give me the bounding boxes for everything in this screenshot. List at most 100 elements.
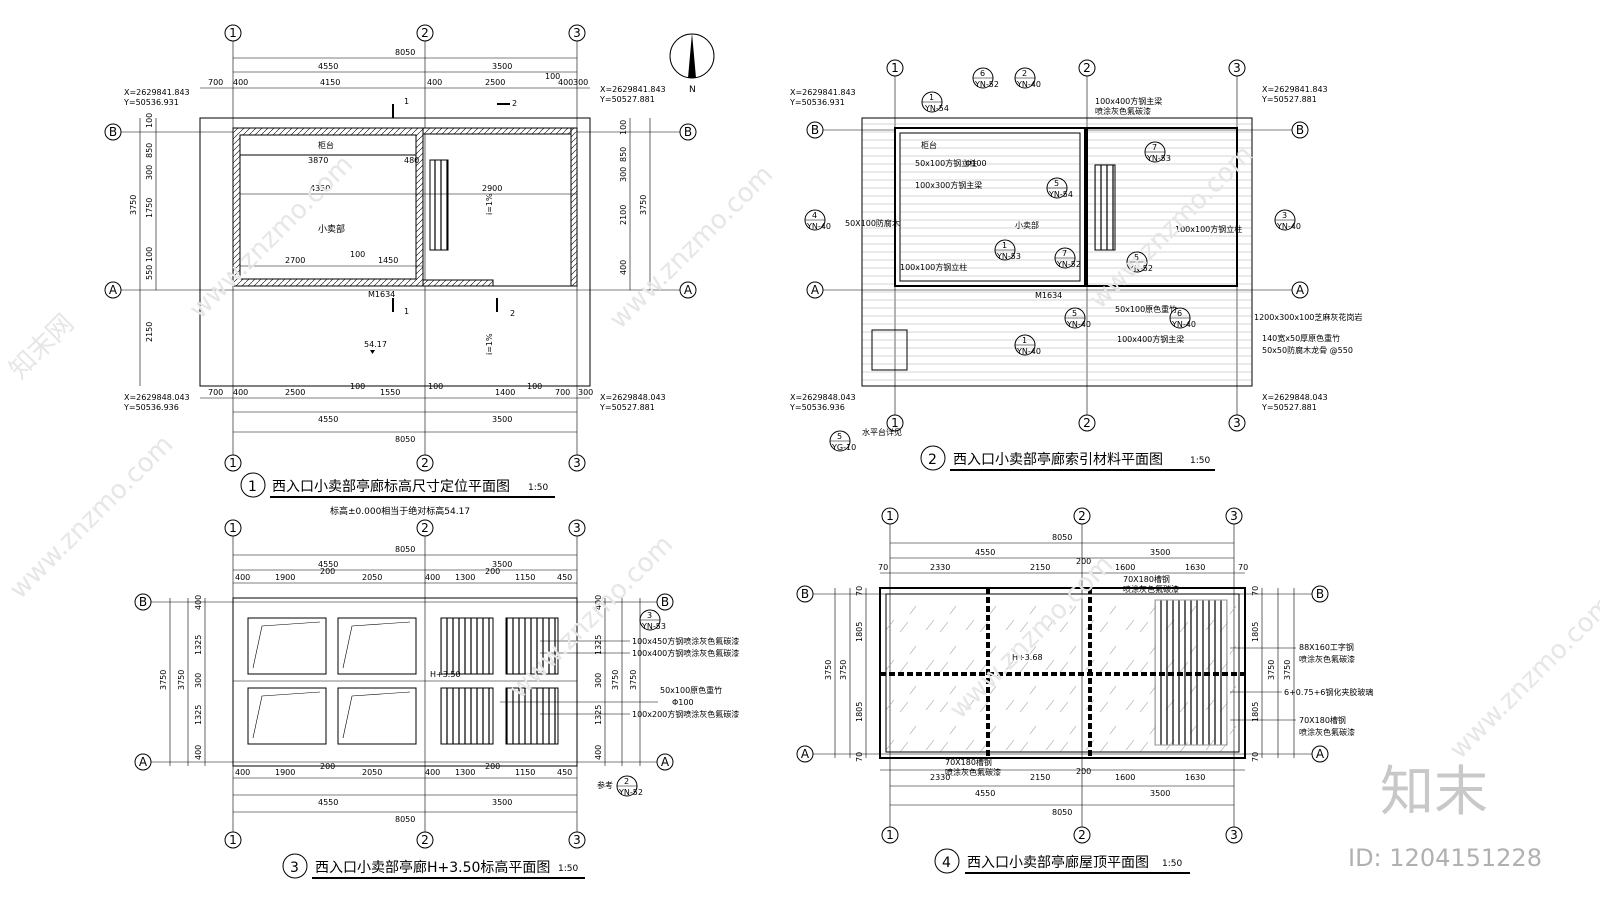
dim-left: 4550 [318,798,338,807]
grid-label: 1 [229,26,237,40]
grid-label: 3 [1230,828,1238,842]
coord-x: X=2629841.843 [790,88,856,97]
counter-label: 柜台 [921,140,937,150]
material-note: 100x100方钢立柱 [900,262,967,272]
dim: 200 [1076,767,1091,776]
drawing-title: 西入口小卖部亭廊屋顶平面图 [967,854,1149,871]
level: H+3.68 [1012,653,1043,662]
material-note: 6+0.75+6钢化夹胶玻璃 [1284,687,1373,697]
grid-label: 2 [1083,61,1091,75]
coord-x: X=2629848.043 [790,393,856,402]
level: H+3.50 [430,670,461,679]
dim: 200 [1076,557,1091,566]
grid-label: 2 [1078,509,1086,523]
dim: 400 [194,745,203,760]
material-note: 100x400方钢主梁 [1117,334,1184,344]
grid-label: B [811,123,819,137]
coord-x: X=2629848.043 [1262,393,1328,402]
grid-label: 2 [1078,828,1086,842]
dim: 2050 [362,768,382,777]
dim: 1805 [1251,702,1260,722]
door-label: M1634 [1035,291,1062,300]
dim-depth: 3750 [824,660,833,680]
dim: 70 [855,752,864,762]
dim-right: 3500 [492,62,512,71]
dim: 300 [194,673,203,688]
dim: 400 [558,78,573,87]
index-num: 6 [1177,309,1182,318]
grid-label: 1 [229,521,237,535]
coord-x: X=2629841.843 [600,85,666,94]
grid-label: B [109,125,117,139]
dim: 100 [145,247,154,262]
dim-depth: 3750 [611,670,620,690]
dim: 100 [350,250,365,259]
material-note: 100x400方钢喷涂灰色氟碳漆 [632,648,739,658]
north-arrow: N [669,33,715,95]
dim-right: 3500 [492,798,512,807]
grid-label: B [1296,123,1304,137]
material-note: 100x100方钢立柱 [1175,224,1242,234]
grid-label: 3 [1230,509,1238,523]
dim: 2150 [145,322,154,342]
index-sheet: YN-52 [1056,260,1081,269]
dim: 1600 [1115,563,1135,572]
dim: 2700 [285,256,305,265]
grid-label: A [661,755,670,769]
index-num: 6 [980,69,985,78]
dim: 300 [594,673,603,688]
level: 54.17 [364,340,387,349]
dim-left: 4550 [975,789,995,798]
coord-y: Y=50527.881 [1261,95,1317,104]
dim-depth: 3750 [1267,660,1276,680]
dim-total: 8050 [395,545,415,554]
grid-label: 1 [229,833,237,847]
coord-x: X=2629841.843 [1262,85,1328,94]
coord-y: Y=50536.936 [789,403,845,412]
material-note: 50x50防腐木龙骨 @550 [1262,345,1353,355]
material-note: 100x300方钢主梁 [915,180,982,190]
dim-depth: 3750 [1283,660,1292,680]
dim-depth: 3750 [129,195,138,215]
dim-depth: 3750 [159,670,168,690]
dim: 100 [350,382,365,391]
dim-depth: 3750 [839,660,848,680]
index-num: 4 [812,211,817,220]
grid-label: A [801,747,810,761]
dim: 2100 [619,205,628,225]
slope: i=1% [485,193,494,215]
dim: 100 [145,113,154,128]
grid-label: B [139,595,147,609]
grid-label: 2 [421,26,429,40]
dim: 1325 [194,635,203,655]
section-mark: 2 [510,309,515,318]
dim: 200 [320,567,335,576]
material-note: 50x100原色重竹 [660,685,722,695]
index-sheet: YN-40 [1276,222,1301,231]
coord-y: Y=50527.881 [599,95,655,104]
dim: 1300 [455,768,475,777]
index-sheet: YN-52 [618,788,643,797]
index-sheet: YN-40 [1016,80,1041,89]
dim: 100 [428,382,443,391]
material-note: Φ100 [672,698,694,707]
material-note: 50x100方钢立柱 [915,158,977,168]
index-markers: 1 YN-54 6 YN-52 2 YN-40 4 YN-40 3 YN-40 … [804,67,1301,452]
section-mark: 2 [512,99,517,108]
dim: 70 [855,586,864,596]
watermark-text: www.znzmo.com [4,430,179,605]
material-note: 1200x300x100芝麻灰花岗岩 [1254,312,1362,322]
dim: 1150 [515,768,535,777]
dim-right: 3500 [492,560,512,569]
dim: 400 [235,768,250,777]
grid-label: A [684,283,693,297]
level-note: 标高±0.000相当于绝对标高54.17 [330,505,470,517]
dim: 2330 [930,773,950,782]
dim: 2900 [482,184,502,193]
coord-y: Y=50527.881 [1261,403,1317,412]
grid-label: 2 [421,456,429,470]
dim-depth: 3750 [629,670,638,690]
plan-1: 1 2 3 1 2 3 B A B A 8050 4550 3500 700 4… [104,24,697,517]
dim: 700 [208,388,223,397]
grid-label: 2 [421,833,429,847]
